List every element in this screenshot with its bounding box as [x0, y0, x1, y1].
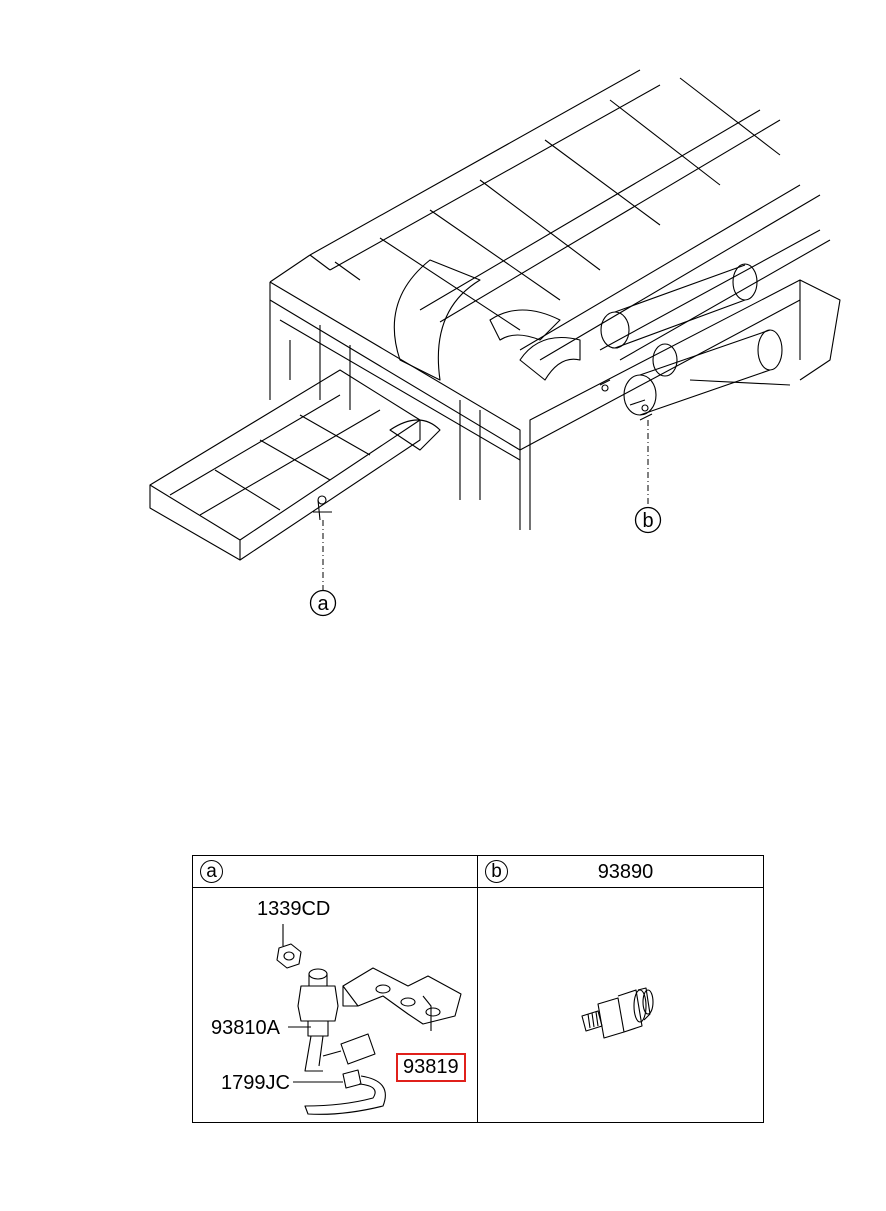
part-label-93890: 93890 — [597, 861, 654, 883]
part-label-1339cd: 1339CD — [257, 898, 331, 920]
switch-93810a — [297, 968, 339, 1072]
chassis-frame-diagram: a b — [149, 69, 841, 617]
parts-column-b: b 93890 — [478, 856, 763, 1122]
bracket-93819 — [342, 967, 462, 1025]
column-a-header: a — [193, 856, 477, 888]
sensor-location-b — [599, 379, 653, 421]
cable-tie-1799jc — [304, 1069, 386, 1115]
part-label-93819[interactable]: 93819 — [396, 1053, 466, 1082]
sensor-assembly-illustration — [276, 924, 462, 1115]
marker-a: a — [200, 860, 223, 883]
column-b-header: b 93890 — [478, 856, 763, 888]
parts-column-a: a — [193, 856, 478, 1122]
svg-text:b: b — [642, 510, 653, 532]
sensor-location-a — [313, 495, 332, 521]
callout-b: b — [634, 506, 662, 534]
part-label-1799jc: 1799JC — [221, 1072, 290, 1094]
air-tanks — [600, 263, 783, 416]
svg-text:a: a — [317, 593, 329, 615]
nut-1339cd — [276, 943, 302, 969]
pressure-sensor-illustration — [581, 987, 654, 1039]
frame-front-rail — [149, 369, 441, 561]
callout-a: a — [309, 589, 337, 617]
part-label-93810a: 93810A — [211, 1017, 280, 1039]
frame-crossmember — [269, 259, 841, 530]
cargo-grid — [269, 69, 831, 530]
parts-table: a — [192, 855, 764, 1123]
marker-b: b — [485, 860, 508, 883]
